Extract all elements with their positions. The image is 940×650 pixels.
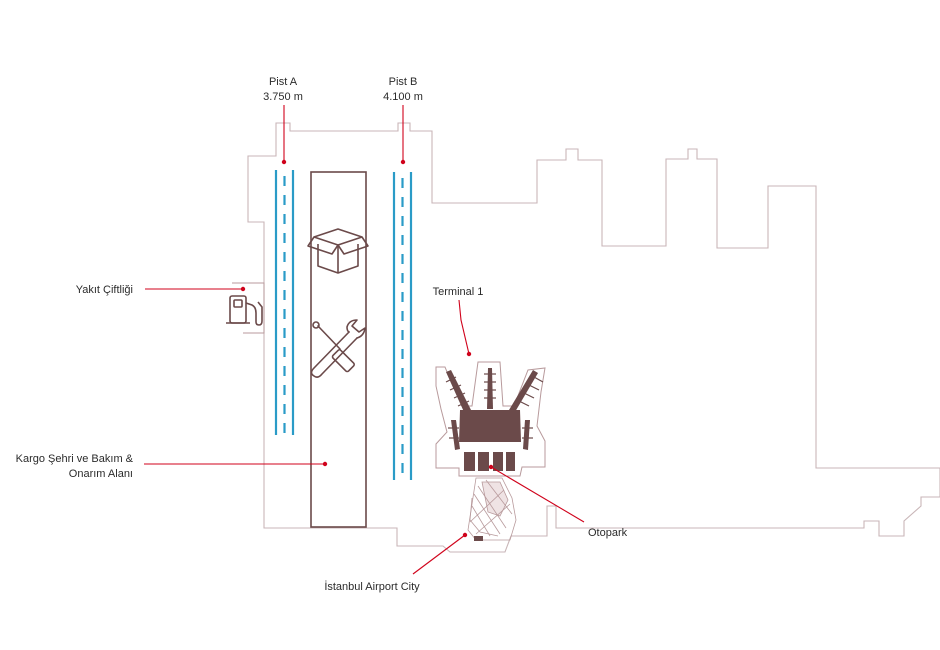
leader-fuel-farm-dot: [240, 286, 246, 292]
label-pist-a-name: Pist A: [269, 76, 298, 88]
leaders: [144, 105, 585, 575]
terminal-1-building: [445, 368, 544, 471]
leader-pist-b-dot: [400, 159, 406, 165]
cargo-box-icon: [307, 228, 369, 274]
label-parking: Otopark: [588, 527, 628, 539]
fuel-pump-icon: [226, 295, 263, 326]
wrench-screwdriver-icon: [310, 319, 366, 378]
runway-a: [274, 170, 295, 435]
cargo-maintenance-area: [310, 171, 367, 528]
airport-city-area: [467, 477, 517, 541]
label-cargo-line1: Kargo Şehri ve Bakım &: [16, 453, 134, 465]
leader-airport-city: [412, 534, 466, 575]
leader-parking: [490, 466, 585, 523]
airport-boundary: [247, 122, 940, 553]
terminal-outline: [435, 361, 546, 477]
label-airport-city: İstanbul Airport City: [324, 580, 420, 593]
fuel-farm: [226, 282, 265, 334]
leader-terminal-dot: [466, 351, 472, 357]
leader-pist-a-dot: [281, 159, 287, 165]
label-pist-a-length: 3.750 m: [263, 91, 303, 103]
label-pist-b-length: 4.100 m: [383, 91, 423, 103]
label-fuel-farm: Yakıt Çiftliği: [76, 284, 133, 296]
leader-terminal: [458, 299, 470, 355]
leader-parking-dot: [488, 464, 494, 470]
label-pist-b-name: Pist B: [389, 76, 418, 88]
leader-cargo-dot: [322, 461, 328, 467]
label-terminal: Terminal 1: [433, 286, 484, 298]
runway-b: [392, 172, 413, 480]
label-cargo-line2: Onarım Alanı: [69, 468, 133, 480]
leader-airport-city-dot: [462, 532, 468, 538]
